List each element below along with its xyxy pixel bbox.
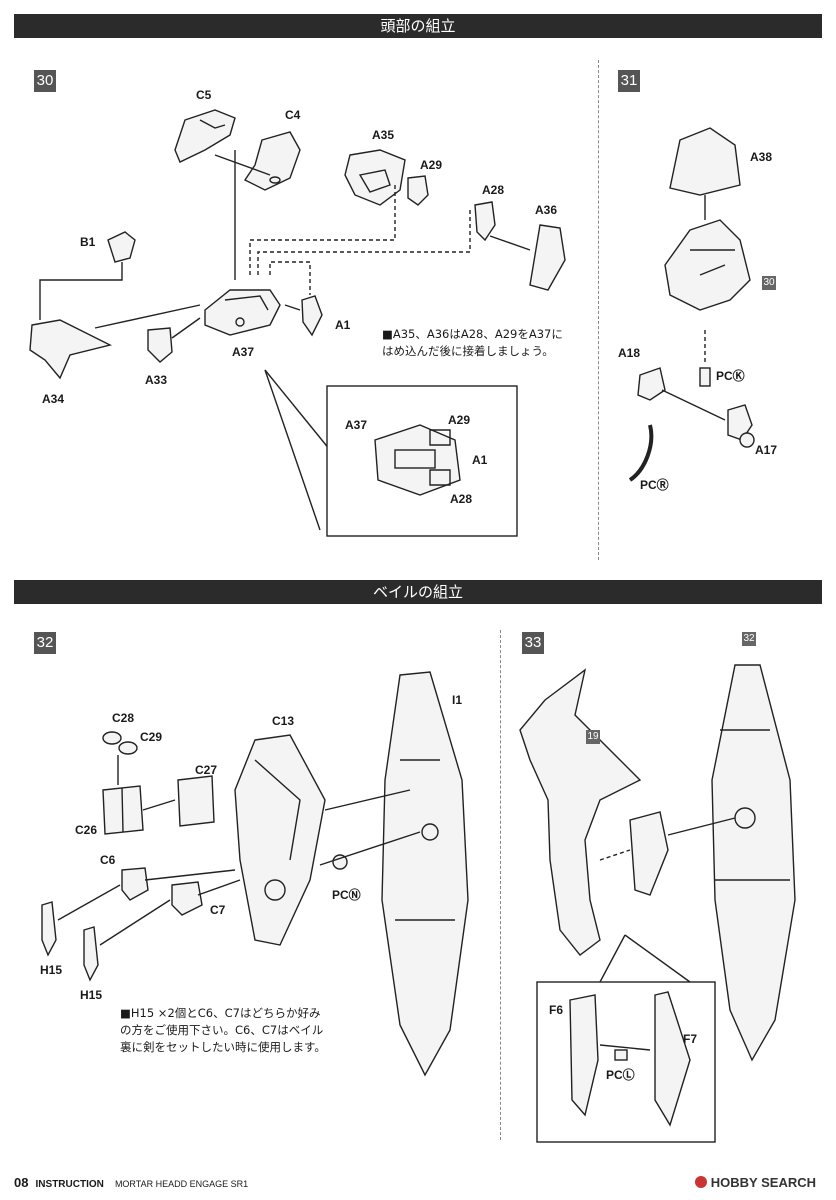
detail-label: A1 (472, 453, 488, 467)
step-number: 33 (522, 632, 544, 654)
step-number: 31 (618, 70, 640, 92)
part-label: B1 (80, 235, 96, 249)
part-label: A34 (42, 392, 65, 406)
part-label: A29 (420, 158, 443, 172)
detail-label: A28 (450, 492, 473, 506)
step-reference: 19 (586, 730, 600, 744)
part-label: F7 (683, 1032, 698, 1046)
footer-label: INSTRUCTION (35, 1179, 104, 1190)
step-number-text: 32 (36, 634, 54, 651)
part-label: C26 (75, 823, 98, 837)
step-divider (598, 60, 599, 560)
step-reference-text: 19 (587, 731, 599, 742)
part-label: PCⓃ (332, 888, 361, 902)
section-banner-head: 頭部の組立 (14, 14, 822, 38)
part-label: C7 (210, 903, 226, 917)
note-line: ■H15 ×2個とC6、C7はどちらか好み (120, 1006, 321, 1020)
note-line: の方をご使用下さい。C6、C7はベイル (120, 1023, 324, 1037)
step-number-text: 31 (620, 72, 638, 89)
step-divider (500, 630, 501, 1140)
brand-logo-icon (694, 1176, 707, 1188)
part-label: C6 (100, 853, 116, 867)
part-label: PCⓀ (716, 369, 745, 383)
step-number-text: 30 (36, 72, 54, 89)
part-label: A17 (755, 443, 778, 457)
section-banner-veil: ベイルの組立 (14, 580, 822, 604)
part-label: I1 (452, 693, 463, 707)
part-label: A37 (232, 345, 255, 359)
detail-label: A37 (345, 418, 368, 432)
part-label: H15 (40, 963, 63, 977)
part-label: A36 (535, 203, 558, 217)
detail-label: A29 (448, 413, 471, 427)
step-number: 30 (34, 70, 56, 92)
note-line: ■A35、A36はA28、A29をA37に (382, 327, 563, 341)
section-title: ベイルの組立 (372, 583, 463, 601)
part-label: A35 (372, 128, 395, 142)
part-label: C28 (112, 711, 135, 725)
note-line: はめ込んだ後に接着しましょう。 (382, 344, 554, 358)
part-label: A33 (145, 373, 168, 387)
note-line: 裏に剣をセットしたい時に使用します。 (120, 1040, 326, 1054)
step-reference-text: 30 (763, 277, 775, 288)
product-name: MORTAR HEADD ENGAGE SR1 (114, 1179, 249, 1189)
step-number: 32 (34, 632, 56, 654)
brand-watermark: HOBBY SEARCH (694, 1175, 816, 1190)
brand-name: HOBBY SEARCH (710, 1175, 816, 1190)
assembly-note: ■H15 ×2個とC6、C7はどちらか好み の方をご使用下さい。C6、C7はベイ… (120, 1005, 326, 1056)
part-label: H15 (80, 988, 103, 1002)
step-number-text: 33 (524, 634, 542, 651)
part-label: C27 (195, 763, 218, 777)
page-footer: 08 INSTRUCTION MORTAR HEADD ENGAGE SR1 (14, 1175, 248, 1190)
part-label: F6 (549, 1003, 564, 1017)
step-reference: 32 (742, 632, 756, 646)
part-label: A1 (335, 318, 351, 332)
section-title: 頭部の組立 (380, 17, 456, 35)
part-label: PCⓇ (640, 478, 669, 492)
page-number: 08 (14, 1175, 29, 1190)
part-label: A18 (618, 346, 641, 360)
part-label: A28 (482, 183, 505, 197)
part-label: C4 (285, 108, 301, 122)
step-reference-text: 32 (743, 633, 755, 644)
part-label: A38 (750, 150, 773, 164)
step-reference: 30 (762, 276, 776, 290)
part-label: C29 (140, 730, 163, 744)
part-label: C5 (196, 88, 212, 102)
part-label: PCⓁ (606, 1068, 635, 1082)
part-label: C13 (272, 714, 295, 728)
assembly-note: ■A35、A36はA28、A29をA37に はめ込んだ後に接着しましょう。 (382, 326, 563, 360)
